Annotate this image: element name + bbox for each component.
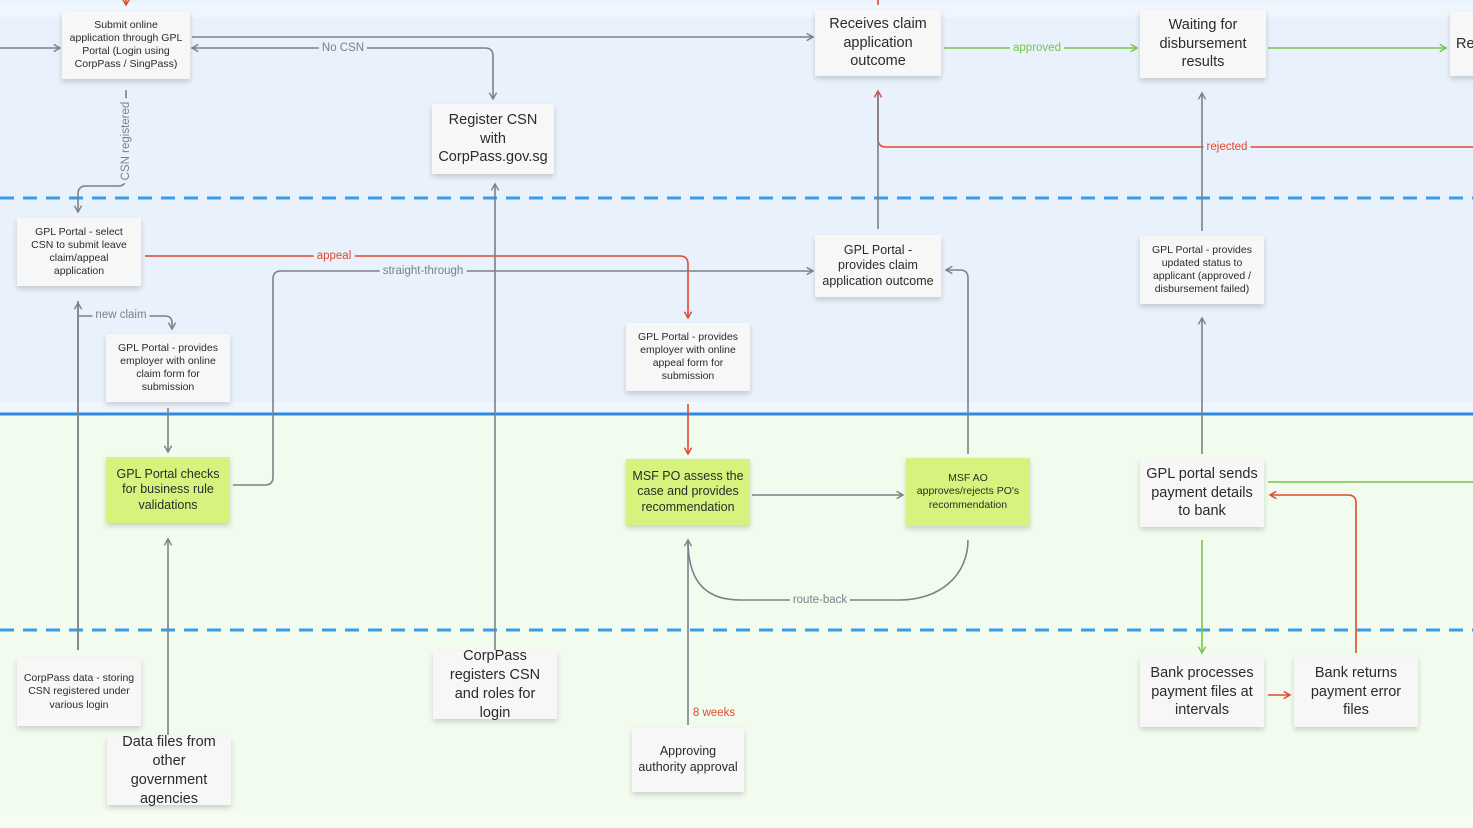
node-approving-authority[interactable]: Approving authority approval bbox=[632, 728, 744, 792]
node-corppass-registers[interactable]: CorpPass registers CSN and roles for log… bbox=[433, 648, 557, 721]
node-po-assess[interactable]: MSF PO assess the case and provides reco… bbox=[626, 459, 750, 525]
connector-route-back bbox=[683, 538, 969, 601]
node-claim-form[interactable]: GPL Portal - provides employer with onli… bbox=[106, 334, 230, 402]
connector-straight-through bbox=[233, 266, 815, 486]
connector-appeal bbox=[145, 255, 693, 320]
label-rejected: rejected bbox=[1203, 141, 1251, 153]
label-approved: approved bbox=[1010, 42, 1064, 54]
label-route-back: route-back bbox=[789, 594, 851, 606]
node-business-rules[interactable]: GPL Portal checks for business rule vali… bbox=[106, 457, 230, 523]
node-register-csn[interactable]: Register CSN with CorpPass.gov.sg bbox=[432, 104, 554, 174]
node-provides-status[interactable]: GPL Portal - provides updated status to … bbox=[1140, 236, 1264, 304]
label-straight-through: straight-through bbox=[379, 265, 467, 277]
node-appeal-form[interactable]: GPL Portal - provides employer with onli… bbox=[626, 323, 750, 391]
node-receives-outcome[interactable]: Receives claim application outcome bbox=[815, 10, 941, 76]
connector-csn-registered bbox=[73, 90, 127, 214]
node-ao-approves[interactable]: MSF AO approves/rejects PO's recommendat… bbox=[906, 458, 1030, 526]
label-new-claim: new claim bbox=[92, 309, 150, 321]
node-data-files[interactable]: Data files from other government agencie… bbox=[107, 734, 231, 807]
label-no-csn: No CSN bbox=[318, 42, 368, 54]
node-waiting-disbursement[interactable]: Waiting for disbursement results bbox=[1140, 10, 1266, 78]
connector-returns-to-send bbox=[1268, 490, 1357, 653]
lane-band bbox=[0, 3, 1473, 17]
connector-rejected bbox=[873, 89, 1473, 148]
node-offscreen-edge[interactable]: Re bbox=[1450, 12, 1473, 76]
label-appeal: appeal bbox=[313, 250, 355, 262]
node-provides-outcome[interactable]: GPL Portal - provides claim application … bbox=[815, 235, 941, 297]
node-send-payment[interactable]: GPL portal sends payment details to bank bbox=[1140, 459, 1264, 527]
node-bank-returns[interactable]: Bank returns payment error files bbox=[1294, 657, 1418, 727]
node-corppass-data[interactable]: CorpPass data - storing CSN registered u… bbox=[17, 658, 141, 726]
node-submit-online[interactable]: Submit online application through GPL Po… bbox=[62, 11, 190, 79]
node-bank-processes[interactable]: Bank processes payment files at interval… bbox=[1140, 657, 1264, 727]
connector-no-csn bbox=[190, 43, 498, 101]
lane-band bbox=[0, 810, 1473, 824]
label-eight-weeks: 8 weeks bbox=[689, 707, 739, 719]
connector-ao-to-outcome bbox=[944, 265, 969, 454]
node-select-csn[interactable]: GPL Portal - select CSN to submit leave … bbox=[17, 218, 141, 286]
label-csn-registered: CSN registered bbox=[120, 98, 132, 184]
